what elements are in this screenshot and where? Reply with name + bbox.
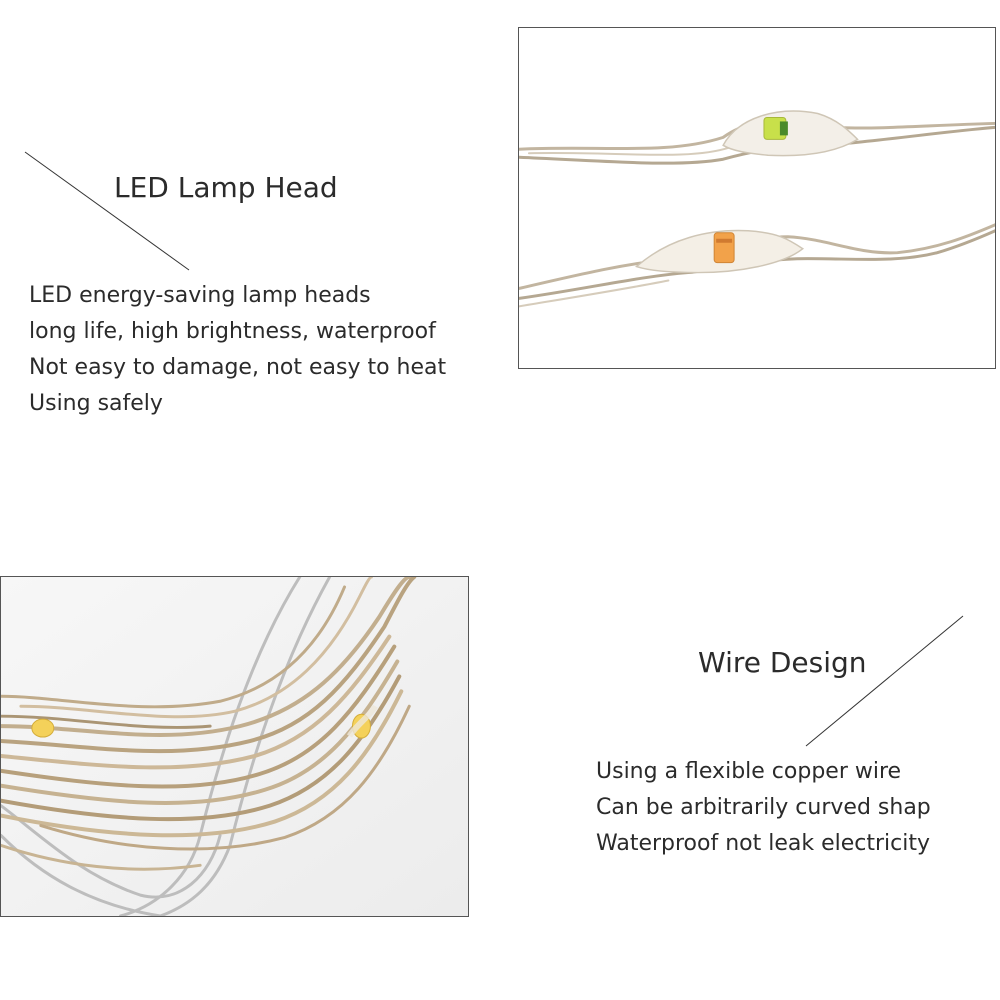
led-section-title: LED Lamp Head (114, 171, 338, 204)
wire-title-leader-line (805, 615, 964, 747)
led-feature-line: long life, high brightness, waterproof (29, 319, 436, 344)
led-title-leader-line (24, 151, 190, 271)
led-closeup-photo (518, 27, 996, 369)
led-feature-line: Not easy to damage, not easy to heat (29, 355, 447, 380)
led-chip-orange (713, 232, 735, 264)
led-bead (31, 718, 55, 738)
led-feature-line: LED energy-saving lamp heads (29, 283, 371, 308)
wire-bundle-photo (0, 576, 469, 917)
led-feature-list: LED energy-saving lamp heads long life, … (29, 278, 446, 422)
wire-feature-line: Waterproof not leak electricity (596, 831, 931, 856)
wire-section-title: Wire Design (698, 646, 867, 679)
led-feature-line: Using safely (29, 391, 163, 416)
wire-feature-line: Can be arbitrarily curved shap (596, 795, 931, 820)
wire-feature-line: Using a flexible copper wire (596, 759, 902, 784)
wire-feature-list: Using a flexible copper wire Can be arbi… (596, 754, 931, 862)
